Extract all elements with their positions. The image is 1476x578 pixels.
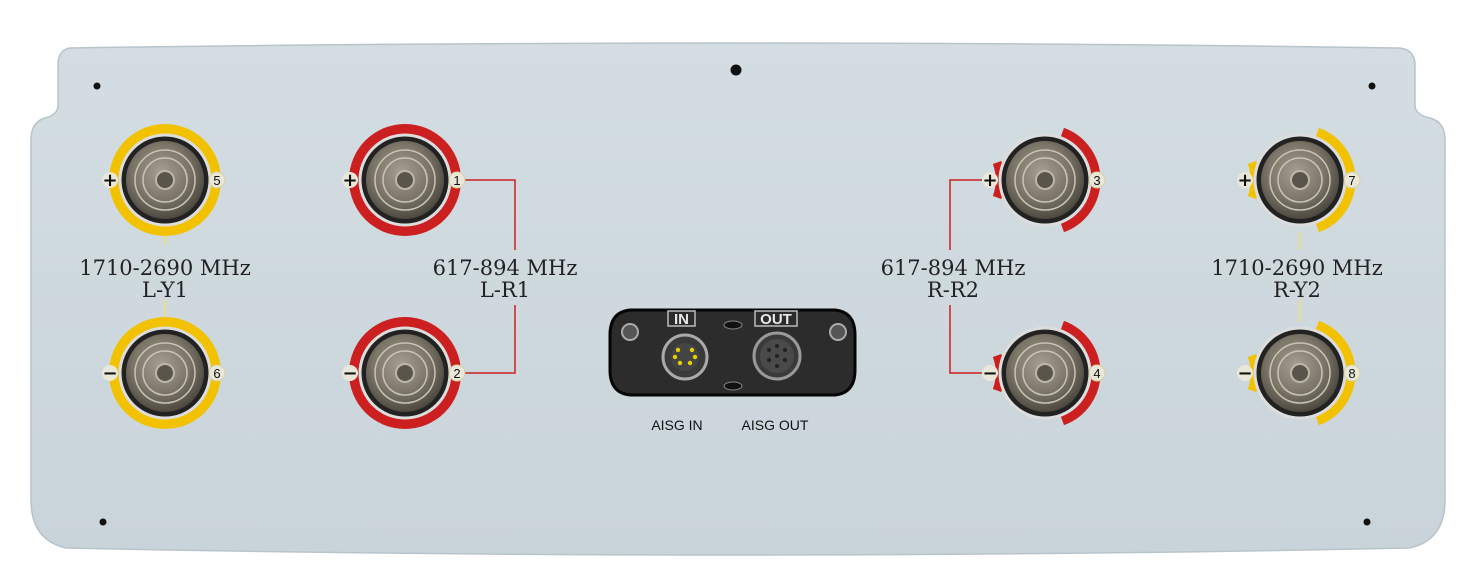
aisg-in-tag: IN — [674, 311, 689, 328]
band-label-l-y1: 1710-2690 MHz L-Y1 — [79, 256, 251, 302]
rf-port-8[interactable]: 8− — [1237, 320, 1361, 426]
aisg-out-label: AISG OUT — [742, 417, 809, 433]
band-name: R-Y2 — [1273, 278, 1321, 302]
rf-port-5[interactable]: 5+ — [102, 124, 226, 236]
rf-port-3[interactable]: 3+ — [982, 127, 1106, 233]
band-label-l-r1: 617-894 MHz L-R1 — [433, 256, 578, 302]
port-number-badge — [448, 171, 466, 189]
port-number: 2 — [453, 366, 460, 381]
screw-holes — [93, 64, 1376, 526]
port-number: 5 — [213, 173, 220, 188]
port-number: 8 — [1348, 366, 1355, 381]
center-pin — [1290, 363, 1310, 383]
aisg-in-connector[interactable] — [661, 333, 709, 381]
polarity-badge — [102, 365, 118, 381]
port-number-badge — [448, 364, 466, 382]
band-frequency: 617-894 MHz — [881, 256, 1026, 280]
aisg-out-tag: OUT — [760, 311, 792, 328]
polarity-badge — [102, 172, 118, 188]
rf-port-1[interactable]: 1+ — [342, 124, 466, 236]
band-name: L-R1 — [480, 278, 530, 302]
plus-icon: + — [1237, 170, 1252, 191]
minus-icon: − — [982, 363, 997, 384]
polarity-badge — [342, 365, 358, 381]
polarity-badge — [1237, 172, 1253, 188]
polarity-badge — [982, 365, 998, 381]
band-label-r-y2: 1710-2690 MHz R-Y2 — [1211, 256, 1383, 302]
port-number: 4 — [1093, 366, 1100, 381]
rf-port-4[interactable]: 4− — [982, 320, 1106, 426]
port-number: 3 — [1093, 173, 1100, 188]
center-pin — [155, 170, 175, 190]
center-pin — [395, 170, 415, 190]
port-number-badge — [1343, 171, 1361, 189]
panel-body — [30, 42, 1446, 556]
screw-icon — [621, 323, 639, 341]
aisg-plate: IN OUT — [608, 308, 857, 397]
band-name: R-R2 — [927, 278, 979, 302]
center-pin — [155, 363, 175, 383]
port-number-badge — [1343, 364, 1361, 382]
port-number: 6 — [213, 366, 220, 381]
band-label-r-r2: 617-894 MHz R-R2 — [881, 256, 1026, 302]
port-number-badge — [1088, 364, 1106, 382]
minus-icon: − — [342, 363, 357, 384]
rf-port-2[interactable]: 2− — [342, 317, 466, 429]
plus-icon: + — [982, 170, 997, 191]
center-pin — [1035, 363, 1055, 383]
plus-icon: + — [102, 170, 117, 191]
port-number-badge — [1088, 171, 1106, 189]
aisg-out-connector[interactable] — [752, 331, 802, 381]
band-frequency: 1710-2690 MHz — [79, 256, 251, 280]
polarity-badge — [1237, 365, 1253, 381]
plus-icon: + — [342, 170, 357, 191]
aisg-in-label: AISG IN — [651, 417, 702, 433]
rf-port-6[interactable]: 6− — [102, 317, 226, 429]
minus-icon: − — [102, 363, 117, 384]
polarity-badge — [982, 172, 998, 188]
center-pin — [1290, 170, 1310, 190]
port-number: 7 — [1348, 173, 1355, 188]
band-name: L-Y1 — [142, 278, 188, 302]
rf-port-7[interactable]: 7+ — [1237, 127, 1361, 233]
center-pin — [1035, 170, 1055, 190]
port-number-badge — [208, 364, 226, 382]
polarity-badge — [342, 172, 358, 188]
port-number: 1 — [453, 173, 460, 188]
band-frequency: 617-894 MHz — [433, 256, 578, 280]
band-frequency: 1710-2690 MHz — [1211, 256, 1383, 280]
center-pin — [395, 363, 415, 383]
port-number-badge — [208, 171, 226, 189]
minus-icon: − — [1237, 363, 1252, 384]
screw-icon — [829, 323, 847, 341]
